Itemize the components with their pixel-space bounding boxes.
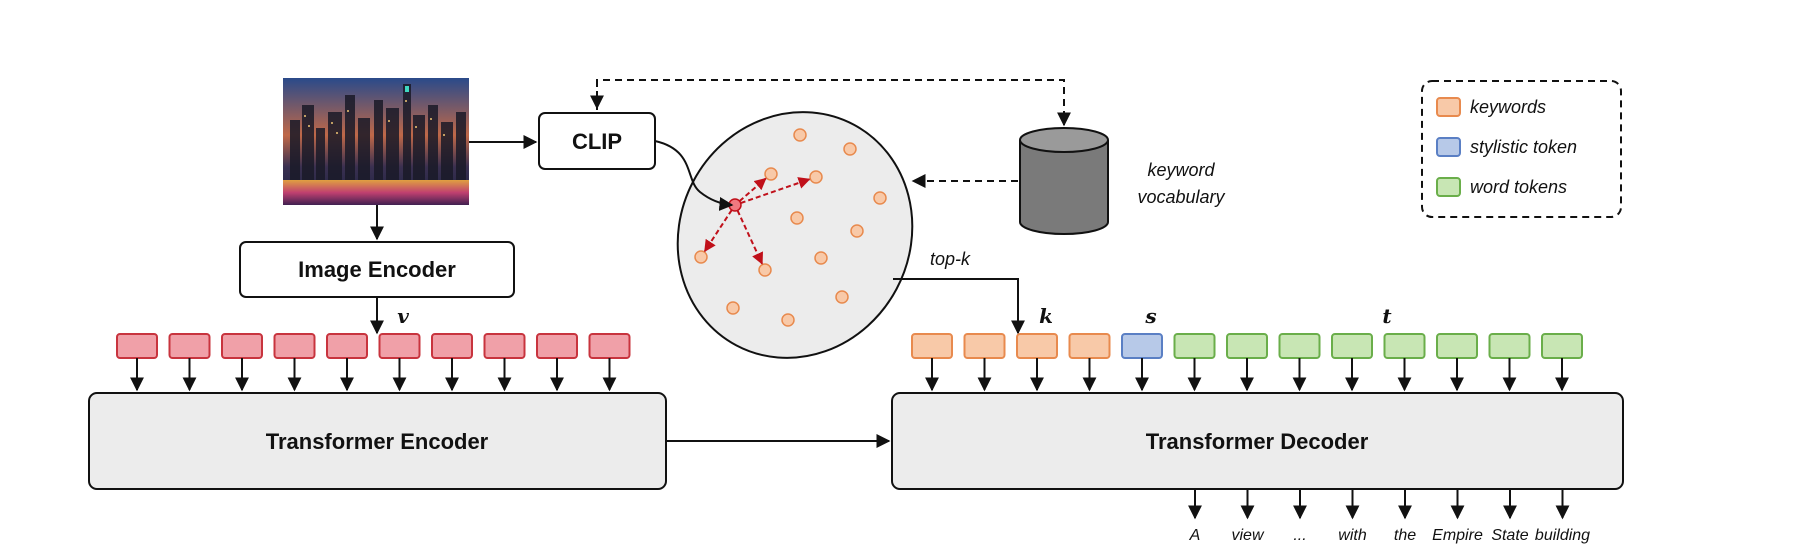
word-token [1226, 333, 1268, 359]
clip-label: CLIP [572, 129, 622, 154]
neighbor-arrow [740, 177, 811, 204]
visual-token [483, 333, 526, 359]
legend-label: stylistic token [1470, 137, 1577, 157]
decoder-token-row [911, 333, 1583, 392]
symbol-s: s [1144, 304, 1156, 328]
output-word: A [1189, 527, 1201, 544]
symbol-v: v [397, 304, 409, 328]
input-image [283, 78, 469, 205]
keyword-token [1016, 333, 1058, 359]
legend-swatch [1436, 137, 1461, 157]
legend-swatch [1436, 177, 1461, 197]
connectors [370, 79, 1071, 448]
word-token [1173, 333, 1216, 359]
embedding-point [758, 263, 772, 277]
legend-swatch [1436, 97, 1461, 117]
transformer-decoder-label: Transformer Decoder [1146, 429, 1369, 454]
legend: keywords stylistic token word tokens [1421, 80, 1622, 218]
image-encoder-label: Image Encoder [298, 257, 456, 282]
embedding-point [835, 290, 849, 304]
embedding-point [764, 167, 778, 181]
visual-token [588, 333, 631, 359]
embedding-point [726, 301, 740, 315]
keyword-embedding-points [694, 128, 887, 327]
output-word: the [1394, 527, 1416, 544]
word-token [1541, 333, 1583, 359]
word-token [1278, 333, 1321, 359]
keyword-token [963, 333, 1006, 359]
symbol-k: k [1039, 304, 1053, 328]
neighbor-arrow [736, 210, 763, 265]
legend-label: keywords [1470, 97, 1546, 117]
transformer-encoder-label: Transformer Encoder [266, 429, 489, 454]
transformer-encoder-box: Transformer Encoder [88, 392, 667, 490]
embedding-point [843, 142, 857, 156]
keyword-token [1068, 333, 1111, 359]
keyword-vocabulary-label-1: keyword [1147, 160, 1215, 180]
word-token [1331, 333, 1373, 359]
visual-token [536, 333, 578, 359]
clip-box: CLIP [538, 112, 656, 170]
embedding-point [809, 170, 823, 184]
output-word: view [1231, 527, 1264, 544]
output-word: State [1491, 527, 1528, 544]
embedding-point [694, 250, 708, 264]
embedding-point [793, 128, 807, 142]
visual-token [378, 333, 421, 359]
neighbor-arrow [738, 177, 767, 202]
output-word: with [1338, 527, 1367, 544]
keyword-vocabulary-label-2: vocabulary [1137, 187, 1225, 207]
visual-token [326, 333, 368, 359]
top-k-label: top-k [930, 249, 971, 269]
visual-token [168, 333, 211, 359]
symbol-t: t [1382, 304, 1392, 328]
embedding-point [873, 191, 887, 205]
visual-token [116, 333, 158, 359]
word-token [1436, 333, 1478, 359]
keyword-token [911, 333, 953, 359]
keyword-vocabulary-database: keyword vocabulary [1019, 127, 1226, 235]
transformer-decoder-box: Transformer Decoder [891, 392, 1624, 490]
visual-token [221, 333, 263, 359]
keyword-embedding-space [676, 111, 914, 359]
visual-token [431, 333, 473, 359]
embedding-point [790, 211, 804, 225]
visual-token [273, 333, 316, 359]
output-word: ... [1293, 527, 1306, 544]
word-token [1383, 333, 1426, 359]
legend-label: word tokens [1470, 177, 1567, 197]
image-encoder-box: Image Encoder [239, 241, 515, 298]
stylistic-token [1121, 333, 1163, 359]
neighbor-arrow [703, 209, 733, 253]
visual-token-row [116, 333, 631, 392]
output-word: building [1535, 527, 1590, 544]
output-word: Empire [1432, 527, 1483, 544]
embedding-point [814, 251, 828, 265]
word-token [1488, 333, 1531, 359]
embedding-point [781, 313, 795, 327]
embedding-point [850, 224, 864, 238]
